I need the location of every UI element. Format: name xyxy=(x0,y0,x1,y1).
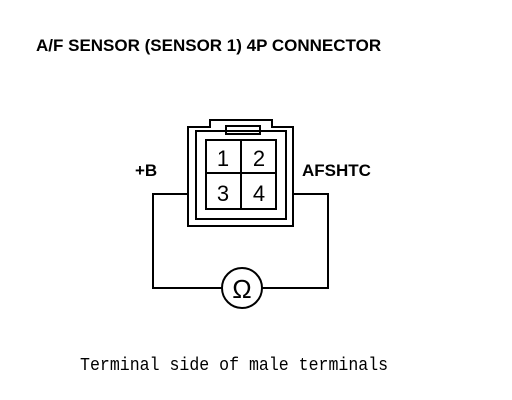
wire-label-plus-b: +B xyxy=(135,161,158,180)
pin-number-4: 4 xyxy=(253,181,265,206)
wire-left xyxy=(152,193,222,289)
diagram-title: A/F SENSOR (SENSOR 1) 4P CONNECTOR xyxy=(36,36,382,55)
test-wires xyxy=(152,193,329,289)
pin-cavity-4 xyxy=(240,172,277,210)
pin-number-3: 3 xyxy=(217,181,229,206)
pin-grid xyxy=(205,139,277,210)
ohmmeter-circle xyxy=(221,267,263,309)
ohm-symbol: Ω xyxy=(232,274,251,304)
pin-number-2: 2 xyxy=(253,146,265,171)
wire-right xyxy=(262,193,329,289)
ohmmeter-icon: Ω xyxy=(221,267,263,309)
connector-inner-wall xyxy=(195,130,287,220)
wire-label-afshtc: AFSHTC xyxy=(302,161,371,180)
pin-number-1: 1 xyxy=(217,146,229,171)
diagram-caption: Terminal side of male terminals xyxy=(80,356,389,376)
connector-latch xyxy=(225,125,261,135)
